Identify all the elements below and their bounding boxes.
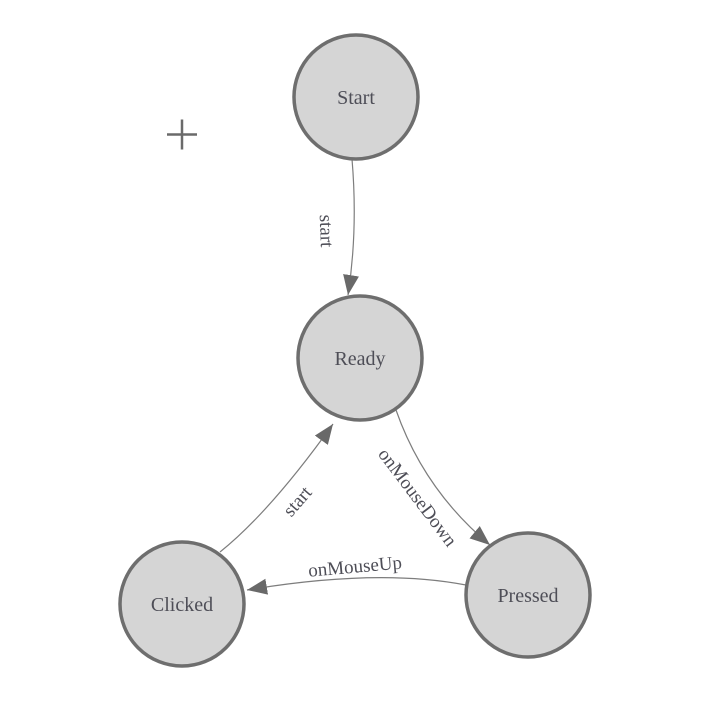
state-node-pressed-label: Pressed — [497, 585, 558, 607]
edge-start-to-ready[interactable]: start — [315, 158, 359, 296]
state-node-clicked-label: Clicked — [151, 594, 213, 616]
edge-label-start-to-ready: start — [315, 214, 337, 248]
state-node-start[interactable]: Start — [292, 33, 420, 161]
state-node-ready[interactable]: Ready — [296, 294, 424, 422]
edge-ready-to-pressed[interactable]: onMouseDown — [373, 409, 491, 552]
state-node-pressed[interactable]: Pressed — [464, 531, 592, 659]
plus-crosshair-icon — [167, 119, 197, 150]
state-node-ready-label: Ready — [334, 348, 385, 370]
edge-label-ready-to-pressed: onMouseDown — [373, 445, 461, 552]
edge-label-clicked-to-ready: start — [279, 482, 317, 521]
state-node-start-label: Start — [337, 87, 375, 109]
state-node-clicked[interactable]: Clicked — [118, 540, 246, 668]
edge-pressed-to-clicked[interactable]: onMouseUp — [246, 553, 467, 595]
edge-clicked-to-ready[interactable]: start — [219, 423, 334, 553]
